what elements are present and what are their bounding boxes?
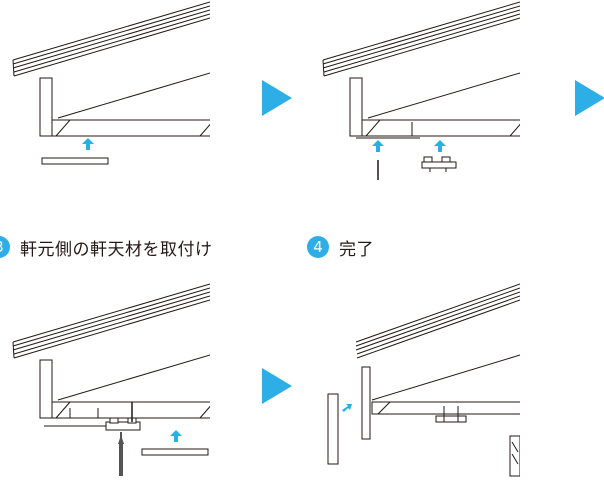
- next-step-arrow: [575, 80, 604, 116]
- eave-frame: [371, 354, 520, 415]
- step-number-badge: 3: [0, 236, 10, 258]
- next-step-arrow: [262, 80, 292, 116]
- diagonal-arrow-left: [342, 404, 352, 412]
- eave-frame: [349, 72, 520, 139]
- step-title: 軒元側の軒天材を取付け: [20, 239, 213, 260]
- soffit-board: [41, 157, 109, 165]
- eave-frame: [39, 354, 210, 427]
- up-arrow-left: [372, 140, 384, 152]
- step-3-heading: 3 軒元側の軒天材を取付け: [0, 233, 213, 261]
- roof-rafter: [12, 1, 210, 77]
- step-number-badge: 4: [307, 236, 329, 258]
- soffit-board: [141, 448, 209, 456]
- step-2-illustration: [320, 0, 520, 200]
- step-1-illustration: [10, 0, 210, 200]
- step-3-illustration: [10, 282, 210, 482]
- up-arrow: [170, 430, 182, 442]
- step-title: 完了: [339, 239, 374, 260]
- fascia-board: [327, 366, 371, 465]
- joint-clip: [421, 156, 457, 172]
- screwdriver: [118, 432, 124, 476]
- next-step-arrow: [262, 368, 292, 404]
- step-4-illustration: [320, 282, 520, 482]
- up-arrow-right: [434, 140, 446, 152]
- joint-clip-installed: [435, 406, 467, 423]
- roof-rafter: [322, 1, 520, 77]
- roof-rafter: [12, 283, 210, 359]
- eave-frame: [39, 72, 210, 137]
- roof-rafter: [355, 283, 520, 359]
- up-arrow: [82, 138, 94, 150]
- step-4-heading: 4 完了: [307, 233, 374, 261]
- joint-clip: [105, 417, 141, 431]
- wall-panel: [509, 435, 520, 477]
